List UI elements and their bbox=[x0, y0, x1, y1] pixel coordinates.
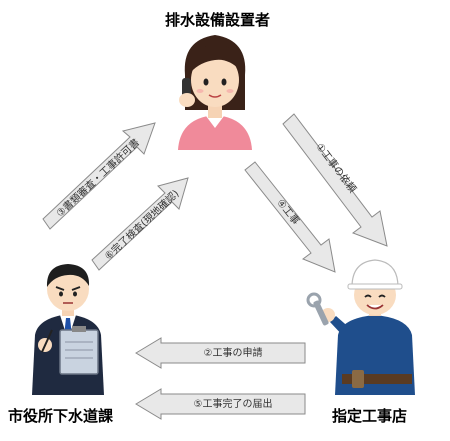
arrow-construction: ④工事 bbox=[244, 161, 336, 273]
label-inspection: ⑥完了検査(現地確認) bbox=[102, 187, 182, 263]
role-city-title: 市役所下水道課 bbox=[8, 407, 114, 425]
label-approval: ③書類審査・工事許可書 bbox=[53, 136, 142, 220]
arrow-approval: ③書類審査・工事許可書 bbox=[42, 122, 156, 230]
role-contractor-title: 指定工事店 bbox=[332, 407, 408, 425]
arrow-application: ②工事の申請 bbox=[135, 337, 306, 369]
label-application: ②工事の申請 bbox=[204, 346, 263, 359]
city-officer-illustration bbox=[32, 264, 104, 395]
contractor-illustration bbox=[306, 259, 415, 395]
owner-illustration bbox=[178, 35, 252, 150]
label-completion-notice: ⑤工事完了の届出 bbox=[194, 397, 273, 410]
arrow-completion-notice: ⑤工事完了の届出 bbox=[135, 388, 306, 420]
arrow-inspection: ⑥完了検査(現地確認) bbox=[91, 177, 189, 271]
role-owner-title: 排水設備設置者 bbox=[165, 11, 271, 29]
